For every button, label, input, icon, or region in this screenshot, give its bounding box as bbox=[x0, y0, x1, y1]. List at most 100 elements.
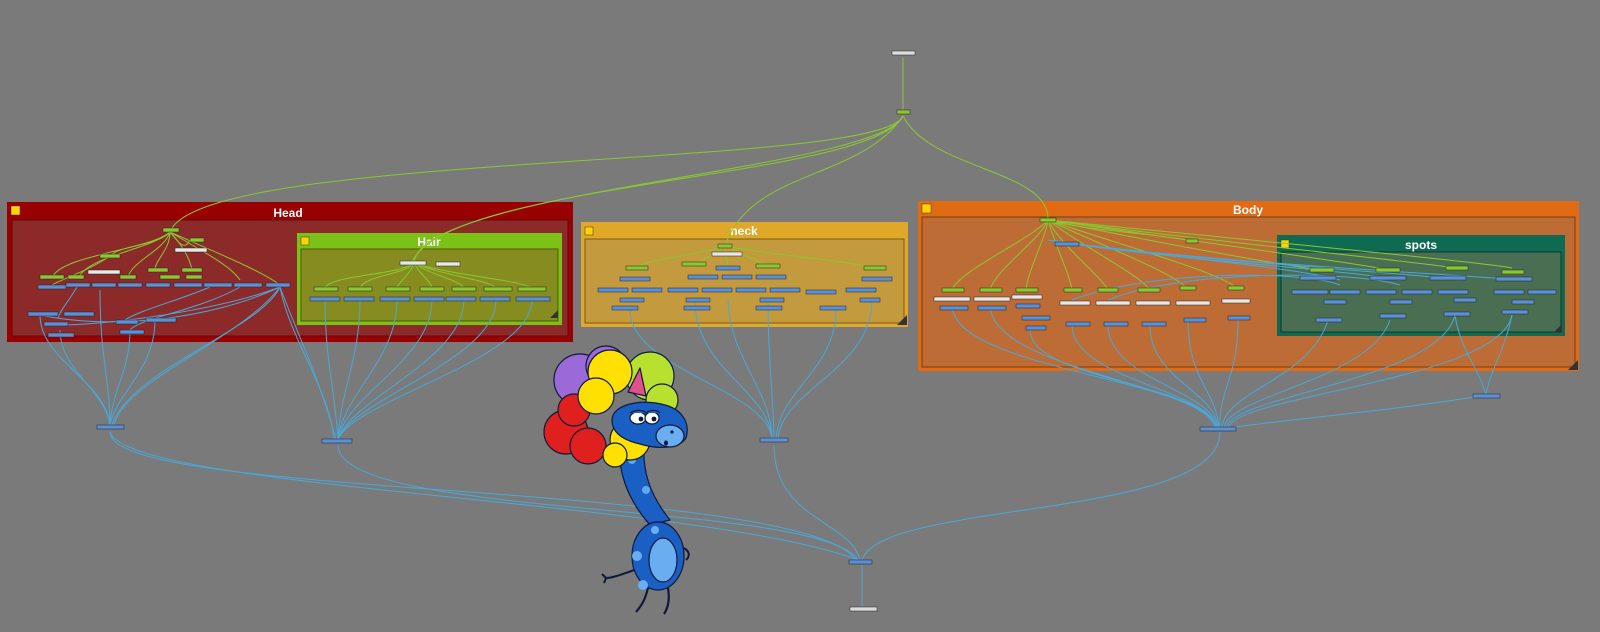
node[interactable] bbox=[819, 305, 847, 311]
node[interactable] bbox=[681, 261, 707, 267]
node[interactable] bbox=[1501, 309, 1529, 315]
node[interactable] bbox=[631, 287, 663, 293]
node-spots-collector[interactable] bbox=[1472, 393, 1501, 399]
node[interactable] bbox=[979, 287, 1003, 293]
node[interactable] bbox=[1401, 289, 1433, 295]
node[interactable] bbox=[1097, 287, 1119, 293]
node[interactable] bbox=[611, 305, 639, 311]
node[interactable] bbox=[1379, 313, 1407, 319]
node[interactable] bbox=[1369, 275, 1407, 281]
node[interactable] bbox=[1025, 325, 1047, 331]
node[interactable] bbox=[685, 297, 711, 303]
group-neck-toggle[interactable] bbox=[584, 226, 594, 236]
node[interactable] bbox=[87, 269, 121, 275]
node[interactable] bbox=[1011, 294, 1043, 300]
node[interactable] bbox=[65, 282, 91, 288]
node[interactable] bbox=[159, 274, 181, 280]
node-final-merge[interactable] bbox=[848, 559, 873, 565]
node[interactable] bbox=[1185, 238, 1199, 244]
node[interactable] bbox=[63, 311, 95, 317]
node[interactable] bbox=[1443, 311, 1471, 317]
node[interactable] bbox=[1015, 303, 1041, 309]
node[interactable] bbox=[1063, 287, 1083, 293]
node[interactable] bbox=[715, 265, 741, 271]
node[interactable] bbox=[173, 282, 203, 288]
node[interactable] bbox=[1135, 300, 1171, 306]
node[interactable] bbox=[309, 296, 341, 302]
node[interactable] bbox=[1365, 289, 1397, 295]
node[interactable] bbox=[379, 296, 411, 302]
node[interactable] bbox=[755, 274, 787, 280]
node[interactable] bbox=[1453, 297, 1477, 303]
node[interactable] bbox=[147, 267, 169, 273]
node[interactable] bbox=[313, 286, 339, 292]
node[interactable] bbox=[1183, 317, 1207, 323]
node-output[interactable] bbox=[849, 606, 878, 612]
node[interactable] bbox=[233, 282, 263, 288]
node[interactable] bbox=[859, 297, 881, 303]
group-body-toggle[interactable] bbox=[921, 203, 932, 214]
node[interactable] bbox=[1054, 241, 1080, 247]
node[interactable] bbox=[619, 276, 651, 282]
node[interactable] bbox=[1299, 275, 1337, 281]
node-neck-collector[interactable] bbox=[759, 437, 789, 443]
node[interactable] bbox=[1495, 276, 1533, 282]
node-master-input[interactable] bbox=[891, 50, 916, 56]
node[interactable] bbox=[721, 274, 753, 280]
node[interactable] bbox=[863, 265, 887, 271]
node[interactable] bbox=[861, 276, 893, 282]
node[interactable] bbox=[667, 287, 699, 293]
node[interactable] bbox=[933, 296, 971, 302]
node[interactable] bbox=[117, 282, 143, 288]
group-body-resize-handle[interactable] bbox=[1568, 360, 1578, 370]
node[interactable] bbox=[1437, 289, 1469, 295]
node[interactable] bbox=[1065, 321, 1091, 327]
node[interactable] bbox=[755, 305, 783, 311]
node[interactable] bbox=[1021, 315, 1051, 321]
graph-nodes[interactable] bbox=[27, 50, 1557, 612]
node[interactable] bbox=[1501, 269, 1525, 275]
node[interactable] bbox=[1309, 267, 1335, 273]
group-spots-resize-handle[interactable] bbox=[1554, 324, 1562, 332]
node[interactable] bbox=[1039, 217, 1057, 223]
node[interactable] bbox=[413, 296, 445, 302]
node[interactable] bbox=[203, 282, 233, 288]
node[interactable] bbox=[435, 261, 461, 267]
node[interactable] bbox=[385, 286, 411, 292]
group-neck-resize-handle[interactable] bbox=[897, 315, 907, 325]
node[interactable] bbox=[483, 286, 513, 292]
node[interactable] bbox=[1059, 300, 1091, 306]
node[interactable] bbox=[181, 267, 203, 273]
node[interactable] bbox=[1323, 299, 1347, 305]
node[interactable] bbox=[1315, 317, 1343, 323]
node[interactable] bbox=[1527, 289, 1557, 295]
node[interactable] bbox=[1179, 285, 1197, 291]
node[interactable] bbox=[479, 296, 511, 302]
node[interactable] bbox=[91, 282, 117, 288]
node-hair-collector[interactable] bbox=[321, 438, 353, 444]
node[interactable] bbox=[265, 282, 291, 288]
node[interactable] bbox=[717, 243, 733, 249]
node[interactable] bbox=[445, 296, 477, 302]
node[interactable] bbox=[1291, 289, 1329, 295]
node[interactable] bbox=[99, 253, 121, 259]
neck-nodes[interactable] bbox=[597, 243, 893, 311]
node[interactable] bbox=[67, 274, 85, 280]
node[interactable] bbox=[619, 297, 645, 303]
node[interactable] bbox=[805, 289, 837, 295]
spots-nodes[interactable] bbox=[1291, 265, 1557, 323]
node[interactable] bbox=[1375, 267, 1401, 273]
group-hair-toggle[interactable] bbox=[300, 236, 310, 246]
node[interactable] bbox=[343, 296, 375, 302]
head-nodes[interactable] bbox=[27, 227, 291, 338]
node[interactable] bbox=[1141, 321, 1167, 327]
node[interactable] bbox=[711, 251, 743, 257]
body-nodes[interactable] bbox=[933, 217, 1251, 331]
node[interactable] bbox=[1095, 300, 1131, 306]
node[interactable] bbox=[517, 286, 547, 292]
group-hair-resize-handle[interactable] bbox=[550, 310, 558, 318]
node[interactable] bbox=[1493, 289, 1525, 295]
node[interactable] bbox=[515, 296, 551, 302]
node[interactable] bbox=[162, 227, 180, 233]
